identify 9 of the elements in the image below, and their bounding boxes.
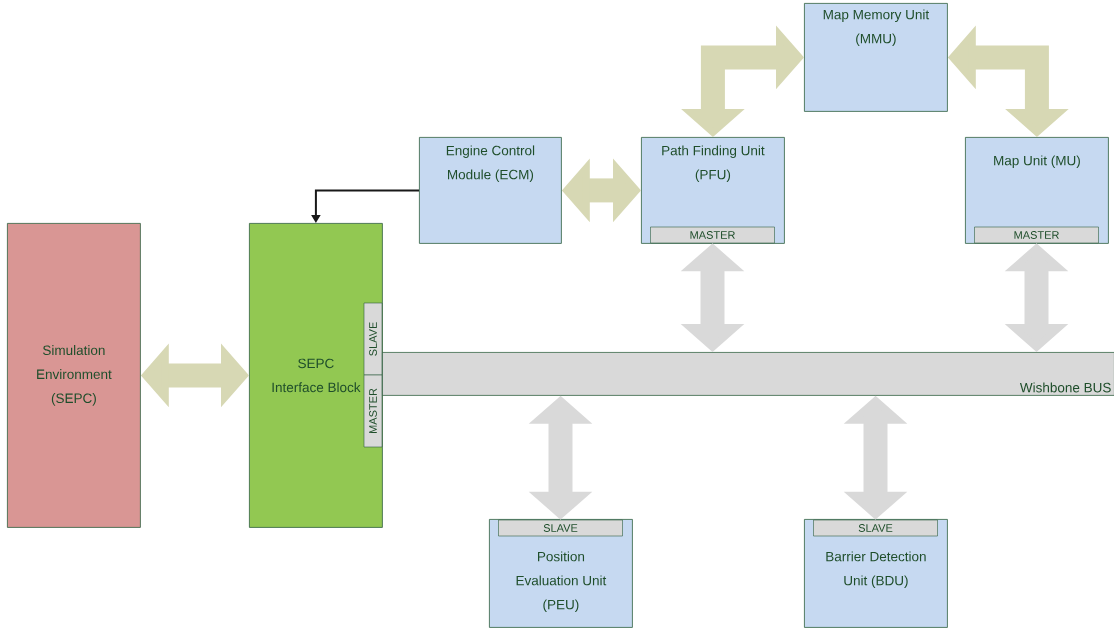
module-box: Map Memory Unit (MMU) [804, 3, 948, 112]
port-label: MASTER [650, 226, 775, 244]
port-label: MASTER [363, 374, 383, 448]
module-box: Simulation Environment (SEPC) [7, 223, 141, 528]
port-label: MASTER [974, 226, 1099, 244]
port-label: SLAVE [498, 519, 623, 537]
port-label: SLAVE [813, 519, 938, 537]
module-box: Engine Control Module (ECM) [419, 137, 562, 244]
port-label: SLAVE [363, 302, 383, 376]
